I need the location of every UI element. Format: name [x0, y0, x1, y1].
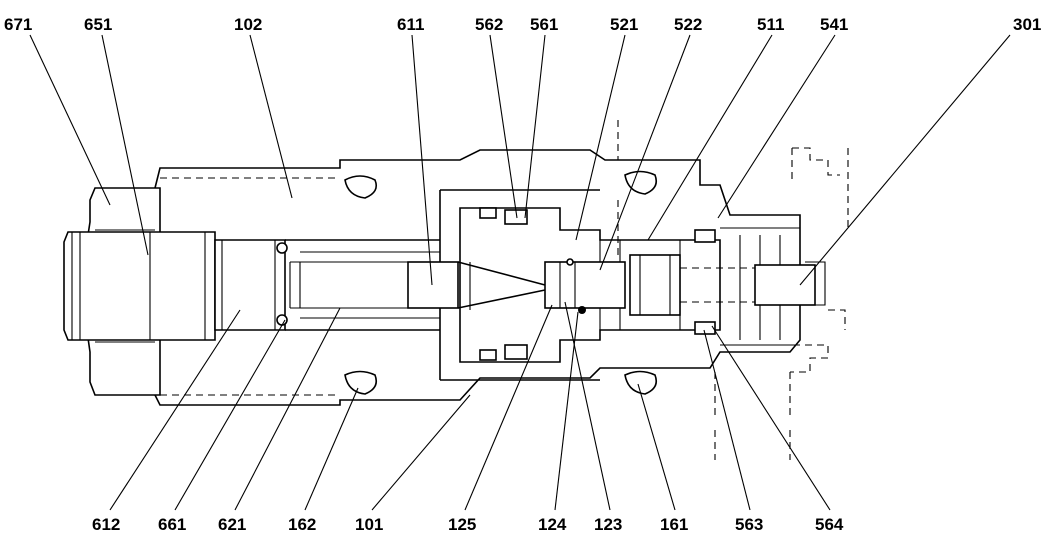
label-564: 564: [815, 515, 844, 534]
label-651: 651: [84, 15, 112, 34]
label-162: 162: [288, 515, 316, 534]
label-621: 621: [218, 515, 246, 534]
label-562: 562: [475, 15, 503, 34]
label-123: 123: [594, 515, 622, 534]
label-561: 561: [530, 15, 558, 34]
label-541: 541: [820, 15, 848, 34]
spring-assembly: [289, 261, 546, 310]
label-661: 661: [158, 515, 186, 534]
label-563: 563: [735, 515, 763, 534]
labels-top: 671 651 102 611 562 561 521 522 511 541 …: [4, 15, 1041, 34]
label-511: 511: [757, 15, 784, 34]
label-671: 671: [4, 15, 32, 34]
seal-rings: [276, 170, 716, 395]
mounting-frame: [617, 120, 849, 460]
poppet-and-piston: [544, 235, 826, 340]
label-611: 611: [397, 15, 424, 34]
label-125: 125: [448, 515, 476, 534]
adjusting-screw-and-nut: [63, 187, 286, 396]
labels-bottom: 612 661 621 162 101 125 124 123 161 563 …: [92, 515, 844, 534]
label-124: 124: [538, 515, 567, 534]
label-102: 102: [234, 15, 262, 34]
label-301: 301: [1013, 15, 1041, 34]
label-101: 101: [355, 515, 383, 534]
label-612: 612: [92, 515, 120, 534]
label-521: 521: [610, 15, 638, 34]
label-161: 161: [660, 515, 688, 534]
label-522: 522: [674, 15, 702, 34]
leader-lines: [29, 34, 1011, 511]
